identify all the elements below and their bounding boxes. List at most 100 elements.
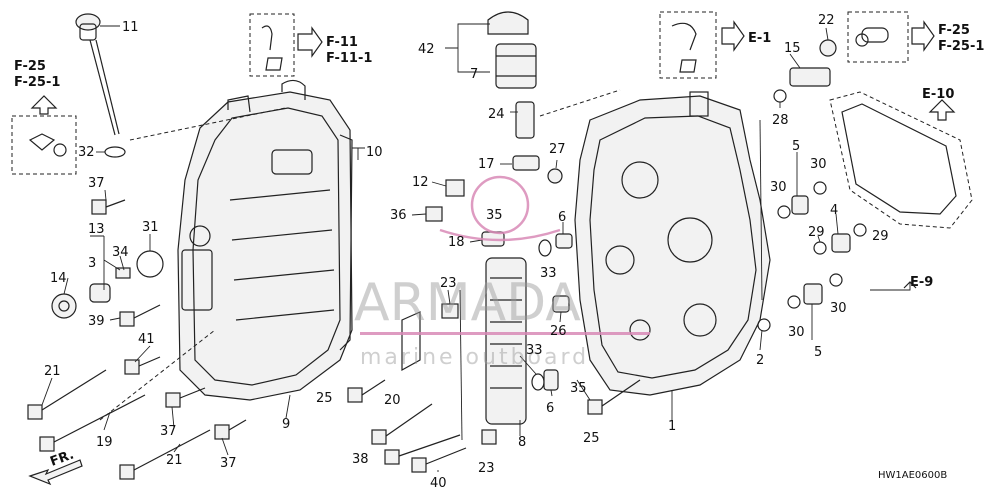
callout-3: 3 bbox=[88, 256, 96, 271]
right-parts bbox=[757, 39, 867, 332]
ref-e10: E-10 bbox=[922, 87, 954, 102]
callout-25: 25 bbox=[316, 391, 333, 406]
seal-27 bbox=[547, 168, 563, 184]
callout-8: 8 bbox=[518, 435, 526, 450]
callout-42: 42 bbox=[418, 42, 435, 57]
leader-lines bbox=[41, 23, 839, 472]
callout-26: 26 bbox=[550, 324, 567, 339]
callout-6: 6 bbox=[558, 210, 566, 225]
callout-5: 5 bbox=[814, 345, 822, 360]
callout-18: 18 bbox=[448, 235, 465, 250]
bolt-38 bbox=[384, 449, 400, 465]
ref-box-f25 bbox=[11, 115, 77, 175]
watermark: ARMADA marine outboard bbox=[354, 175, 650, 370]
oring-right bbox=[189, 225, 211, 247]
callout-20: 20 bbox=[384, 393, 401, 408]
diagram-code: HW1AE0600B bbox=[878, 470, 947, 481]
callout-2: 2 bbox=[756, 353, 764, 368]
plug-6a bbox=[555, 233, 573, 249]
callout-4: 4 bbox=[830, 203, 838, 218]
ref-box-f25-right bbox=[847, 11, 909, 63]
callout-31: 31 bbox=[142, 220, 159, 235]
watermark-logo-ring bbox=[470, 175, 530, 235]
callout-34: 34 bbox=[112, 245, 129, 260]
front-arrow-icon bbox=[28, 459, 83, 486]
bolt-23b bbox=[481, 429, 497, 445]
arrow-up-icon bbox=[928, 99, 956, 121]
plug-5b bbox=[803, 283, 823, 305]
ref-f111: F-11-1 bbox=[326, 51, 372, 66]
bolt-25a bbox=[347, 387, 363, 403]
sensor-17 bbox=[512, 155, 540, 171]
plug-4 bbox=[831, 233, 851, 253]
callout-21: 21 bbox=[166, 453, 183, 468]
callout-14: 14 bbox=[50, 271, 67, 286]
callout-9: 9 bbox=[282, 417, 290, 432]
union-22 bbox=[819, 39, 837, 57]
plug-5a bbox=[791, 195, 809, 215]
ref-box-e1 bbox=[659, 11, 717, 79]
callout-39: 39 bbox=[88, 314, 105, 329]
callout-13: 13 bbox=[88, 222, 105, 237]
callout-33: 33 bbox=[540, 266, 557, 281]
ref-f25-right: F-25 bbox=[938, 23, 970, 38]
callout-27: 27 bbox=[549, 142, 566, 157]
dipstick bbox=[75, 13, 120, 136]
callout-30: 30 bbox=[810, 157, 827, 172]
callout-21: 21 bbox=[44, 364, 61, 379]
bolt-25b bbox=[587, 399, 603, 415]
stay-bracket bbox=[401, 311, 421, 372]
bolt-20 bbox=[371, 429, 387, 445]
oring-28 bbox=[773, 89, 787, 103]
watermark-subtitle: marine outboard bbox=[360, 345, 589, 370]
arrow-up-icon bbox=[30, 95, 58, 115]
callout-29: 29 bbox=[872, 229, 889, 244]
ref-f25-left: F-25 bbox=[14, 59, 46, 74]
callout-37: 37 bbox=[88, 176, 105, 191]
callouts: 11 32 37 13 34 31 3 14 39 41 21 19 37 21… bbox=[44, 13, 889, 491]
bracket-12 bbox=[445, 179, 465, 197]
arrow-right-icon bbox=[721, 20, 745, 52]
ref-f251-right: F-25-1 bbox=[938, 39, 984, 54]
bolts-left bbox=[27, 199, 247, 480]
bolt-36 bbox=[425, 206, 443, 222]
callout-37: 37 bbox=[220, 456, 237, 471]
callout-36: 36 bbox=[390, 208, 407, 223]
dowel-2 bbox=[757, 318, 771, 332]
cover-e10 bbox=[829, 91, 973, 229]
arrow-right-icon bbox=[297, 26, 323, 58]
callout-33: 33 bbox=[526, 343, 543, 358]
callout-1: 1 bbox=[668, 419, 676, 434]
callout-32: 32 bbox=[78, 145, 95, 160]
callout-23: 23 bbox=[440, 276, 457, 291]
ref-box-f11 bbox=[249, 13, 295, 77]
callout-29: 29 bbox=[808, 225, 825, 240]
oring-33 bbox=[538, 239, 552, 257]
watermark-underline bbox=[360, 332, 650, 335]
callout-11: 11 bbox=[122, 20, 139, 35]
callout-6: 6 bbox=[546, 401, 554, 416]
callout-37: 37 bbox=[160, 424, 177, 439]
plug-6b bbox=[543, 369, 559, 391]
callout-10: 10 bbox=[366, 145, 383, 160]
callout-35: 35 bbox=[486, 208, 503, 223]
callout-12: 12 bbox=[412, 175, 429, 190]
callout-25: 25 bbox=[583, 431, 600, 446]
arrow-right-icon bbox=[911, 20, 935, 52]
ref-f11: F-11 bbox=[326, 35, 358, 50]
watermark-brand: ARMADA bbox=[354, 273, 581, 333]
callout-17: 17 bbox=[478, 157, 495, 172]
bolt-40 bbox=[411, 457, 427, 473]
callout-28: 28 bbox=[772, 113, 789, 128]
callout-23: 23 bbox=[478, 461, 495, 476]
callout-19: 19 bbox=[96, 435, 113, 450]
arrow-e9 bbox=[870, 282, 911, 291]
callout-35: 35 bbox=[570, 381, 587, 396]
callout-5: 5 bbox=[792, 139, 800, 154]
seal-32 bbox=[104, 146, 126, 158]
callout-24: 24 bbox=[488, 107, 505, 122]
side-cover bbox=[177, 79, 353, 401]
bolt-34 bbox=[115, 267, 131, 279]
main-case bbox=[574, 91, 771, 396]
